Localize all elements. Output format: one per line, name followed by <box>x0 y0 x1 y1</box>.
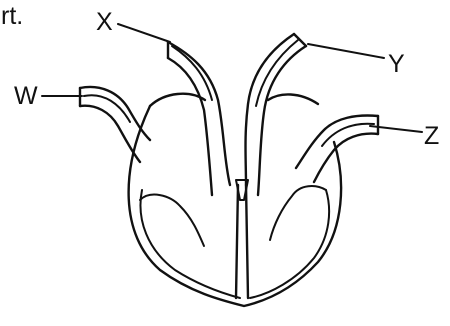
vessel-w <box>80 87 150 162</box>
vessel-y <box>246 34 307 195</box>
heart-outline <box>129 94 341 306</box>
label-w: W <box>14 82 38 110</box>
label-z: Z <box>424 122 439 150</box>
vessel-x <box>168 42 230 195</box>
label-y: Y <box>388 50 405 78</box>
corner-text: rt. <box>1 2 23 30</box>
septum <box>236 180 248 298</box>
label-x: X <box>96 8 113 36</box>
chamber-walls <box>140 186 329 298</box>
